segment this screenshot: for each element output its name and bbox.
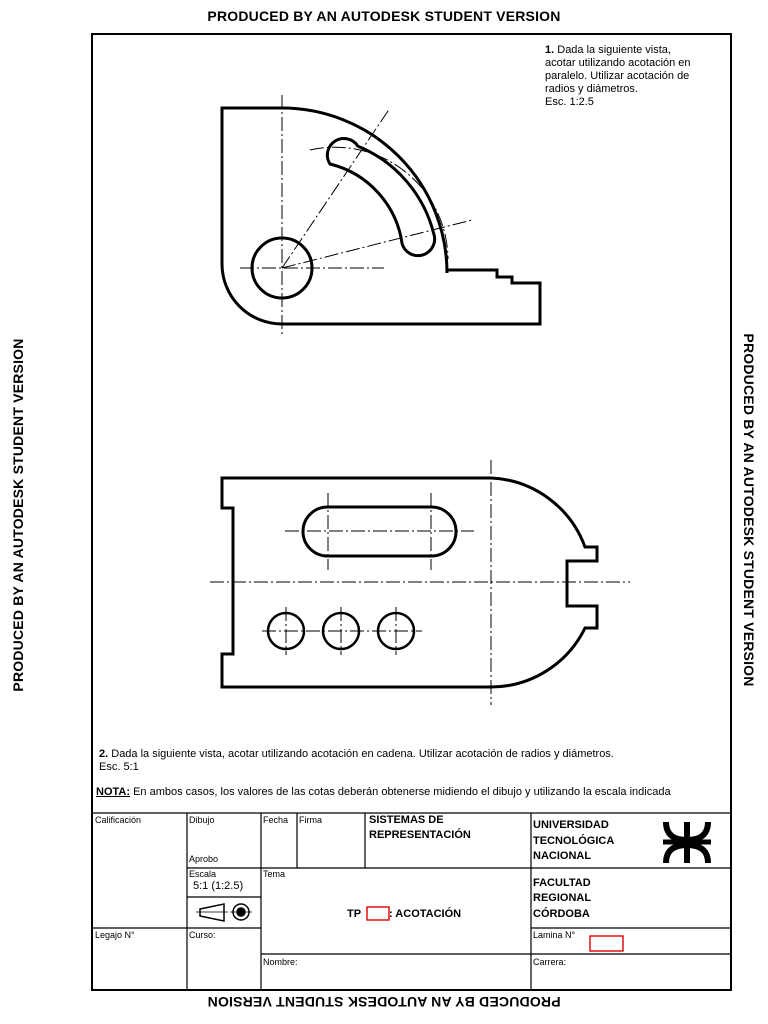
tp-number-box	[366, 906, 390, 921]
carrera-label: Carrera:	[533, 957, 567, 967]
nota-label: NOTA:	[96, 786, 131, 798]
calificacion-label: Calificación	[95, 815, 142, 825]
aprobo-label: Aprobo	[189, 854, 219, 864]
bracket-outline	[220, 106, 542, 326]
fecha-label: Fecha	[263, 815, 289, 825]
watermark-top: PRODUCED BY AN AUTODESK STUDENT VERSION	[207, 8, 561, 24]
faculty-line-3: CÓRDOBA	[533, 908, 590, 920]
tp-prefix: TP	[347, 908, 362, 920]
faculty-line-1: FACULTAD	[533, 877, 591, 889]
centerlines-view-2	[210, 460, 630, 705]
exercise-2-number: 2.	[99, 748, 109, 760]
university-line-3: NACIONAL	[533, 850, 592, 862]
sheet-border	[91, 33, 732, 991]
title-block-grid	[92, 812, 731, 990]
tema-label: Tema	[263, 869, 286, 879]
exercise-2-scale: Esc. 5:1	[99, 761, 139, 773]
nota-body: En ambos casos, los valores de las cotas…	[133, 786, 671, 798]
exercise-1-text: 1. Dada la siguiente vista, acotar utili…	[545, 44, 725, 109]
nota-text: NOTA: En ambos casos, los valores de las…	[96, 786, 726, 799]
escala-label: Escala	[189, 869, 217, 879]
exercise-1-number: 1.	[545, 44, 555, 56]
plate-outline	[220, 476, 599, 689]
legajo-label: Legajo N°	[95, 930, 135, 940]
subject-line-2: REPRESENTACIÓN	[369, 829, 471, 841]
university-line-2: TECNOLÓGICA	[533, 835, 615, 847]
lamina-number-box	[589, 935, 624, 952]
arc-slot	[325, 137, 437, 258]
curso-label: Curso:	[189, 930, 216, 940]
lamina-label: Lamina N°	[533, 930, 576, 940]
projection-symbol	[196, 903, 252, 922]
exercise-1-scale: Esc. 1:2.5	[545, 96, 594, 108]
tp-title: : ACOTACIÓN	[389, 908, 462, 920]
dibujo-label: Dibujo	[189, 815, 215, 825]
centerlines-view-1	[240, 95, 473, 335]
faculty-line-2: REGIONAL	[533, 892, 592, 904]
exercise-1-line-4: radios y diámetros.	[545, 83, 638, 95]
nombre-label: Nombre:	[263, 957, 298, 967]
escala-value: 5:1 (1:2.5)	[193, 880, 244, 892]
firma-label: Firma	[299, 815, 322, 825]
exercise-2-text: 2. Dada la siguiente vista, acotar utili…	[99, 748, 724, 774]
exercise-1-line-1: Dada la siguiente vista,	[557, 44, 671, 56]
university-line-1: UNIVERSIDAD	[533, 819, 609, 831]
subject-line-1: SISTEMAS DE	[369, 814, 444, 826]
exercise-1-line-2: acotar utilizando acotación en	[545, 57, 691, 69]
exercise-1-line-3: paralelo. Utilizar acotación de	[545, 70, 690, 82]
exercise-2-statement: Dada la siguiente vista, acotar utilizan…	[111, 748, 614, 760]
view-2-plate	[210, 460, 630, 705]
utn-logo	[663, 821, 711, 864]
view-1-bracket	[220, 95, 542, 335]
